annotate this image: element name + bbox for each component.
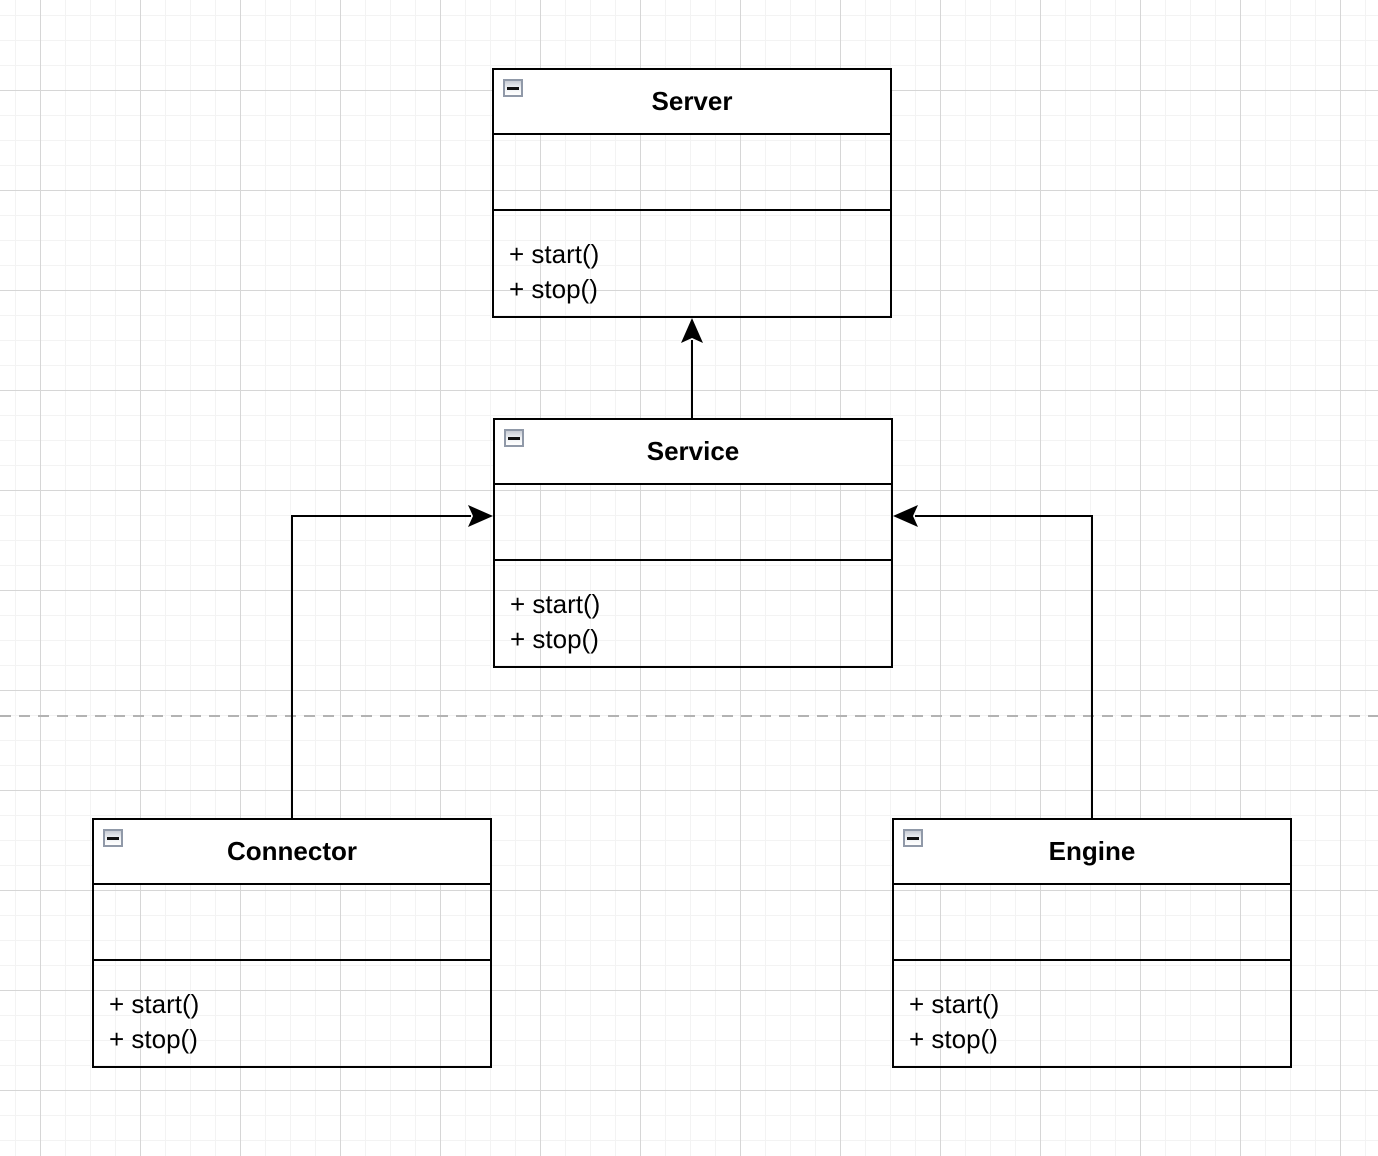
arrowhead-right-icon [468,505,493,527]
class-attributes-section [94,885,490,961]
collapse-minus-icon[interactable] [504,429,524,447]
edge-engine-to-service[interactable] [893,505,1093,818]
class-title-bar: Service [495,420,891,485]
collapse-minus-icon[interactable] [903,829,923,847]
class-method: + stop() [510,624,599,654]
arrowhead-up-icon [681,318,703,343]
class-attributes-section [894,885,1290,961]
class-attributes-section [494,135,890,211]
uml-class-connector[interactable]: Connector + start() + stop() [92,818,492,1068]
minus-glyph [507,86,519,90]
uml-class-service[interactable]: Service + start() + stop() [493,418,893,668]
minus-glyph [107,836,119,840]
class-method: + stop() [509,274,598,304]
minus-glyph [508,436,520,440]
uml-class-engine[interactable]: Engine + start() + stop() [892,818,1292,1068]
collapse-minus-icon[interactable] [103,829,123,847]
uml-class-server[interactable]: Server + start() + stop() [492,68,892,318]
class-title-bar: Engine [894,820,1290,885]
class-method: + stop() [109,1024,198,1054]
edge-line [291,515,471,818]
minus-glyph [907,836,919,840]
class-title-bar: Server [494,70,890,135]
class-method: + start() [509,239,600,269]
class-method: + stop() [909,1024,998,1054]
class-name: Server [651,86,733,116]
class-methods-section: + start() + stop() [894,961,1290,1066]
class-methods-section: + start() + stop() [94,961,490,1066]
collapse-minus-icon[interactable] [503,79,523,97]
arrowhead-left-icon [893,505,918,527]
class-attributes-section [495,485,891,561]
class-methods-section: + start() + stop() [495,561,891,666]
class-title-bar: Connector [94,820,490,885]
class-name: Engine [1048,836,1136,866]
class-method: + start() [510,589,601,619]
class-method: + start() [109,989,200,1019]
class-name: Connector [227,836,357,866]
edge-line [915,515,1093,818]
class-name: Service [646,436,740,466]
edge-service-to-server[interactable] [681,318,703,418]
class-method: + start() [909,989,1000,1019]
class-methods-section: + start() + stop() [494,211,890,316]
edge-connector-to-service[interactable] [291,505,493,818]
